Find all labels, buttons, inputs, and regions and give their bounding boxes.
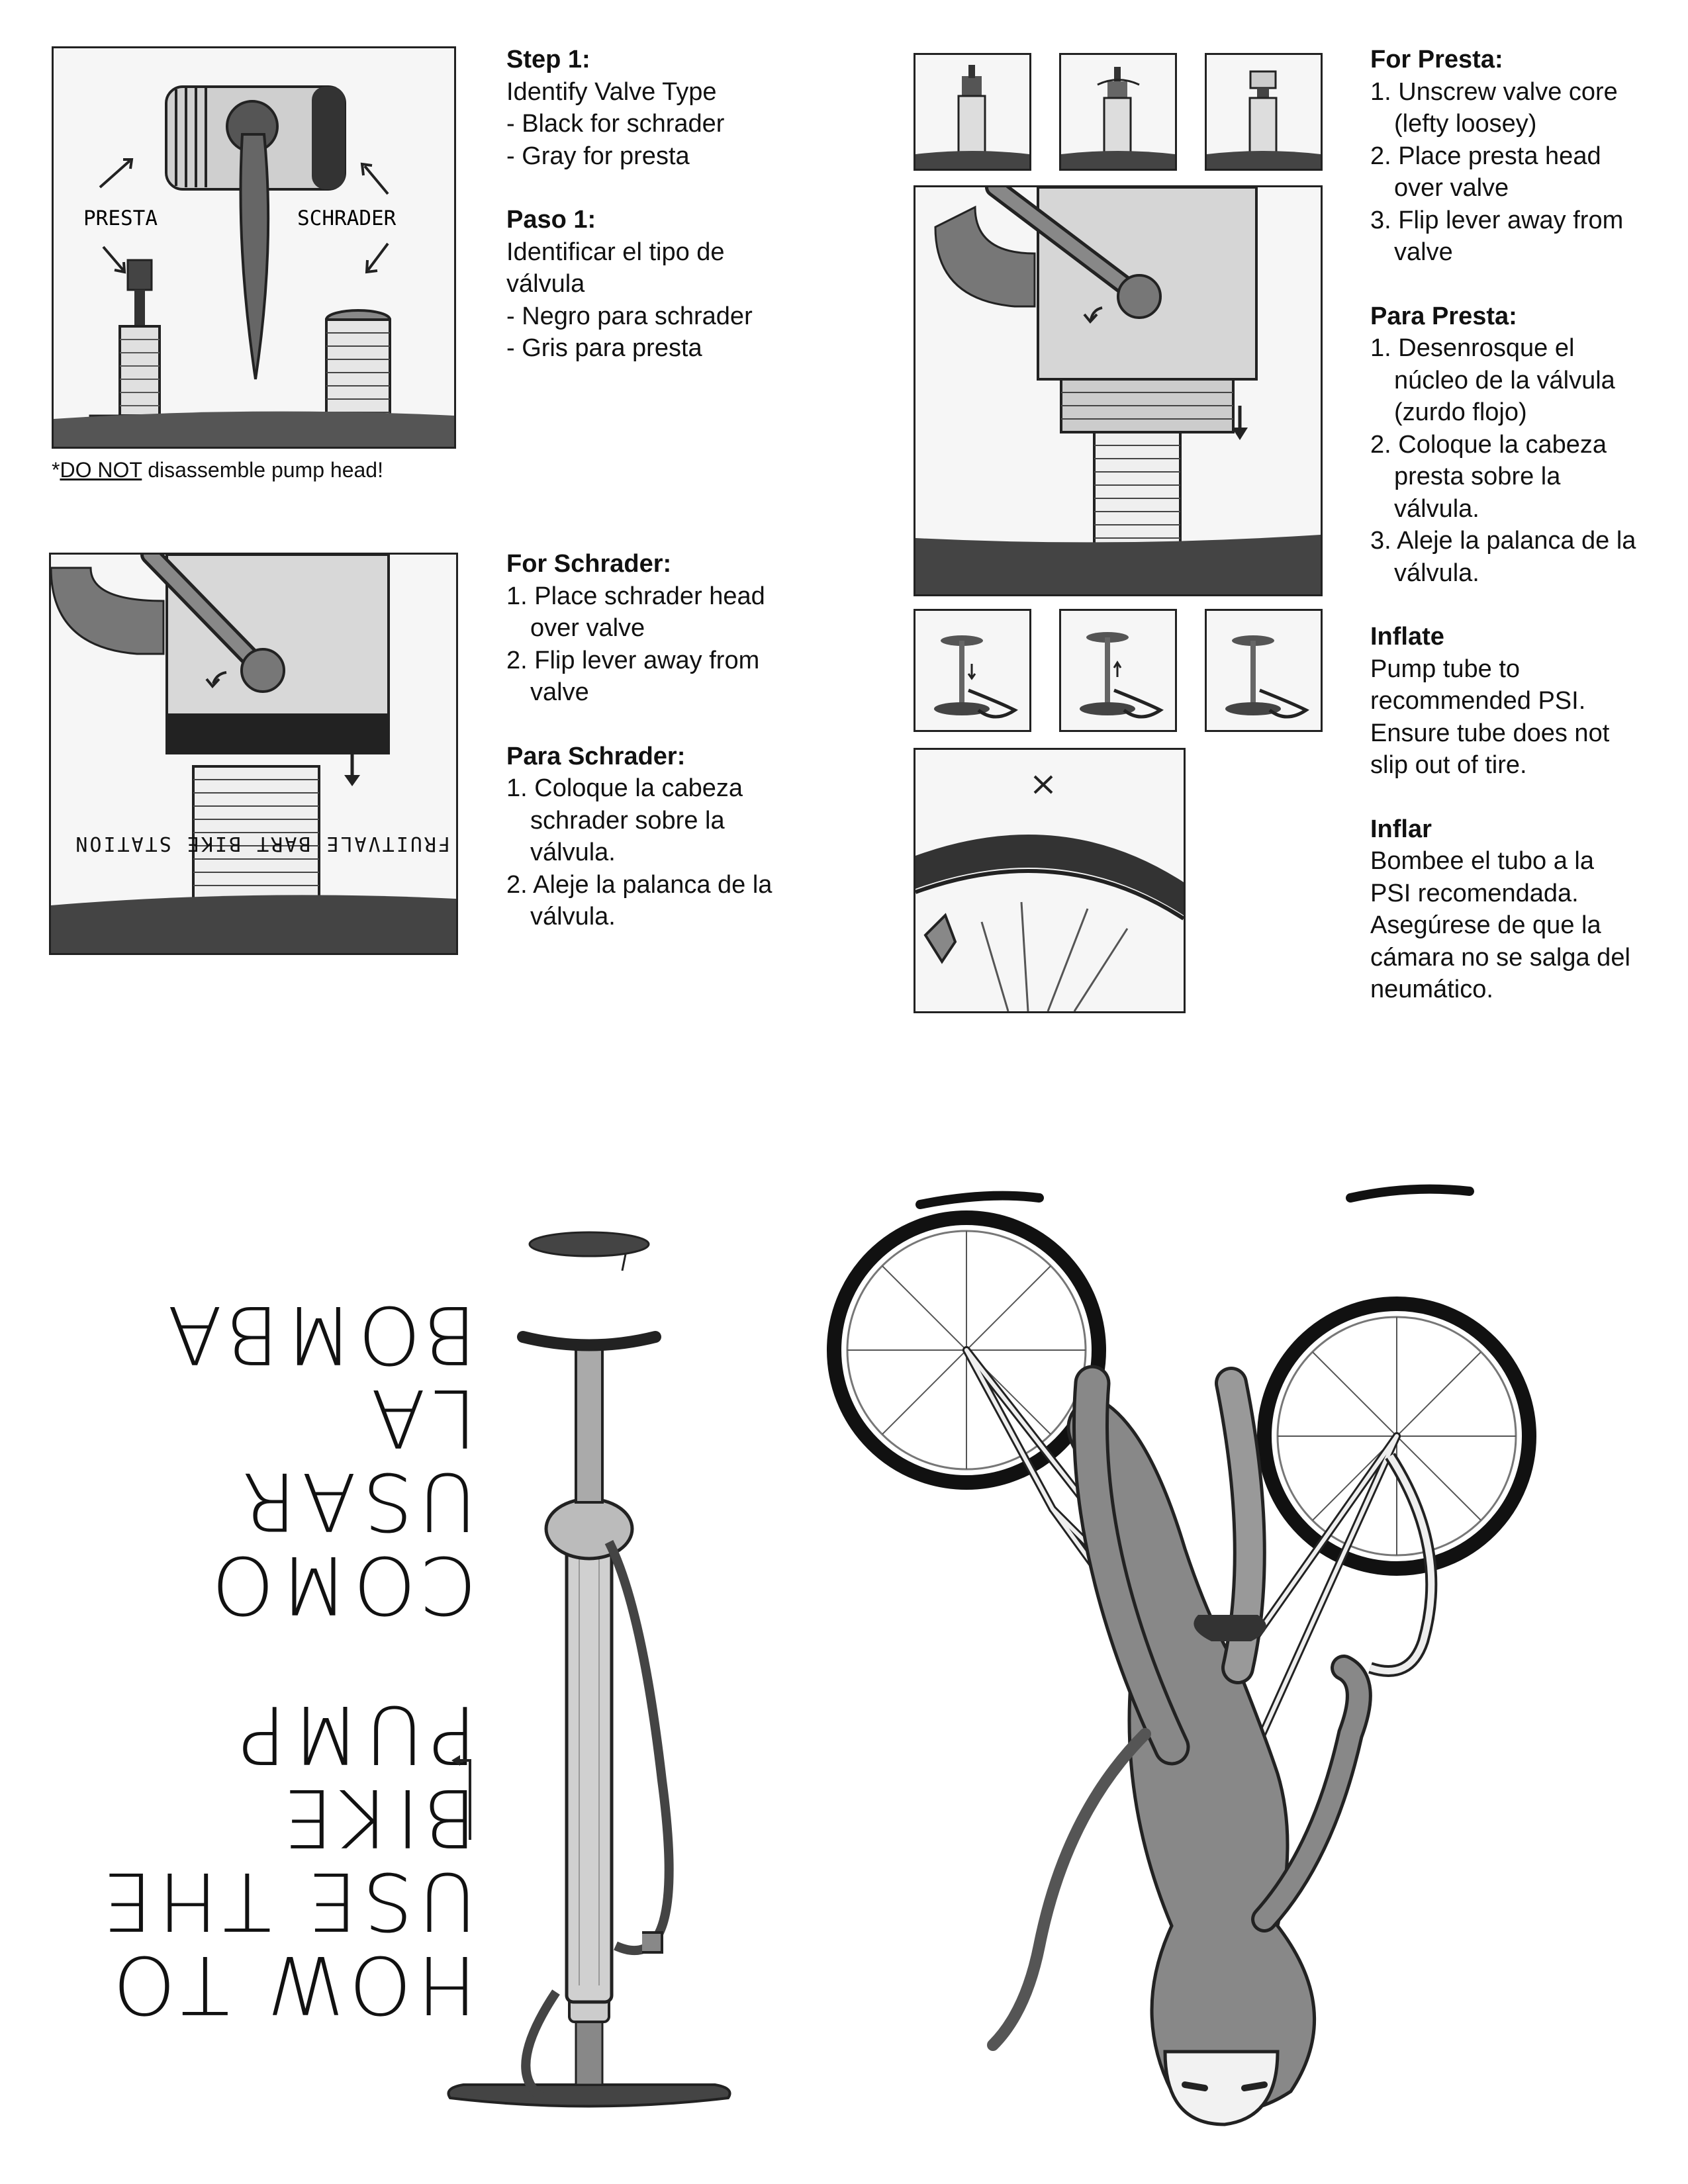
inflate-thumb-2 xyxy=(1059,609,1177,732)
cover-title-es-line: LA BOMBA xyxy=(162,1288,477,1463)
schrader-text: For Schrader: 1. Place schrader head ove… xyxy=(506,548,851,933)
inflate-en-title: Inflate xyxy=(1370,623,1444,651)
schrader-en-step: 1. Place schrader head xyxy=(506,582,765,610)
step1-es-line: válvula xyxy=(506,270,585,298)
presta-en-step-cont: valve xyxy=(1394,238,1453,266)
inflate-en-line: recommended PSI. xyxy=(1370,687,1586,715)
cover-title-en-line: HOW TO xyxy=(107,1938,477,2030)
cover-title: HOW TO USE THE BIKE PUMP COMO USAR LA BO… xyxy=(40,832,477,2030)
schrader-en-title: For Schrader: xyxy=(506,550,672,578)
presta-es-step: 2. Coloque la cabeza xyxy=(1370,430,1607,459)
inflate-es-line: cámara no se salga del xyxy=(1370,943,1630,972)
presta-illustration xyxy=(914,185,1323,596)
inflate-es-line: neumático. xyxy=(1370,976,1493,1003)
presta-en-title: For Presta: xyxy=(1370,46,1503,73)
warning-emphasis: DO NOT xyxy=(60,458,142,482)
schrader-label: SCHRADER xyxy=(297,206,397,230)
presta-es-title: Para Presta: xyxy=(1370,302,1517,330)
presta-es-step: 3. Aleje la palanca de la xyxy=(1370,527,1636,555)
presta-en-step-cont: over valve xyxy=(1394,174,1509,202)
inflate-es-line: Asegúrese de que la xyxy=(1370,911,1601,939)
presta-text: For Presta: 1. Unscrew valve core (lefty… xyxy=(1370,44,1681,1006)
schrader-en-step-cont: valve xyxy=(530,678,589,706)
presta-en-step: 1. Unscrew valve core xyxy=(1370,77,1618,106)
presta-es-step-cont: válvula. xyxy=(1394,494,1479,523)
presta-step-thumb-3 xyxy=(1205,53,1323,171)
station-name: FRUITVALE BART BIKE STATION xyxy=(73,832,450,855)
inflate-es-line: Bombee el tubo a la xyxy=(1370,847,1595,875)
step1-es-line: - Gris para presta xyxy=(506,334,702,362)
schrader-es-step-cont: schrader sobre la xyxy=(530,806,725,835)
presta-es-step-cont: válvula. xyxy=(1394,559,1479,587)
inflate-thumb-1 xyxy=(914,609,1031,732)
presta-step-thumb-1 xyxy=(914,53,1031,171)
step1-en-line: Identify Valve Type xyxy=(506,77,717,106)
schrader-es-step-cont: válvula. xyxy=(530,839,616,866)
step1-es-title: Paso 1: xyxy=(506,206,596,234)
presta-en-step: 3. Flip lever away from xyxy=(1370,206,1624,234)
step1-en-line: - Gray for presta xyxy=(506,142,690,170)
step1-es-line: Identificar el tipo de xyxy=(506,238,725,266)
warning-prefix: * xyxy=(52,458,60,482)
schrader-es-step-cont: válvula. xyxy=(530,903,616,931)
inflate-thumb-3 xyxy=(1205,609,1323,732)
presta-step-thumb-2 xyxy=(1059,53,1177,171)
step1-text: Step 1: Identify Valve Type - Black for … xyxy=(506,44,837,365)
cover-section: HOW TO USE THE BIKE PUMP COMO USAR LA BO… xyxy=(0,832,1688,2184)
inflate-en-line: Pump tube to xyxy=(1370,655,1521,683)
gauge-pointer-arrow xyxy=(451,1755,471,1840)
step1-es-line: - Negro para schrader xyxy=(506,302,753,330)
step1-en-line: - Black for schrader xyxy=(506,110,725,138)
schrader-illustration xyxy=(49,553,458,955)
step1-illustration: PRESTA SCHRADER xyxy=(52,46,456,449)
inflate-es-title: Inflar xyxy=(1370,815,1432,843)
cover-title-en-line: USE THE xyxy=(97,1854,477,1946)
schrader-es-step: 1. Coloque la cabeza xyxy=(506,774,743,802)
presta-en-step: 2. Place presta head xyxy=(1370,142,1601,170)
warning-rest: disassemble pump head! xyxy=(142,458,383,482)
disassemble-warning: *DO NOT disassemble pump head! xyxy=(52,458,383,482)
presta-es-step: 1. Desenrosque el xyxy=(1370,334,1575,362)
presta-en-step-cont: (lefty loosey) xyxy=(1394,110,1537,138)
floor-pump-illustration xyxy=(447,1231,731,2108)
presta-es-step-cont: núcleo de la válvula xyxy=(1394,366,1615,394)
presta-es-step-cont: presta sobre la xyxy=(1394,463,1561,490)
schrader-es-title: Para Schrader: xyxy=(506,742,686,770)
schrader-en-step: 2. Flip lever away from xyxy=(506,646,760,674)
presta-es-step-cont: (zurdo flojo) xyxy=(1394,398,1527,426)
cover-title-es-line: COMO USAR xyxy=(206,1455,477,1630)
cyclist-illustration xyxy=(827,1184,1536,2126)
schrader-es-step: 2. Aleje la palanca de la xyxy=(506,870,773,899)
step1-en-title: Step 1: xyxy=(506,46,590,73)
inflate-en-line: slip out of tire. xyxy=(1370,751,1527,779)
presta-label: PRESTA xyxy=(83,206,158,230)
inflate-en-line: Ensure tube does not xyxy=(1370,719,1610,747)
schrader-en-step-cont: over valve xyxy=(530,614,645,642)
tire-check-illustration xyxy=(914,748,1186,1013)
inflate-es-line: PSI recomendada. xyxy=(1370,879,1579,907)
cover-title-en-line: BIKE PUMP xyxy=(232,1688,477,1863)
